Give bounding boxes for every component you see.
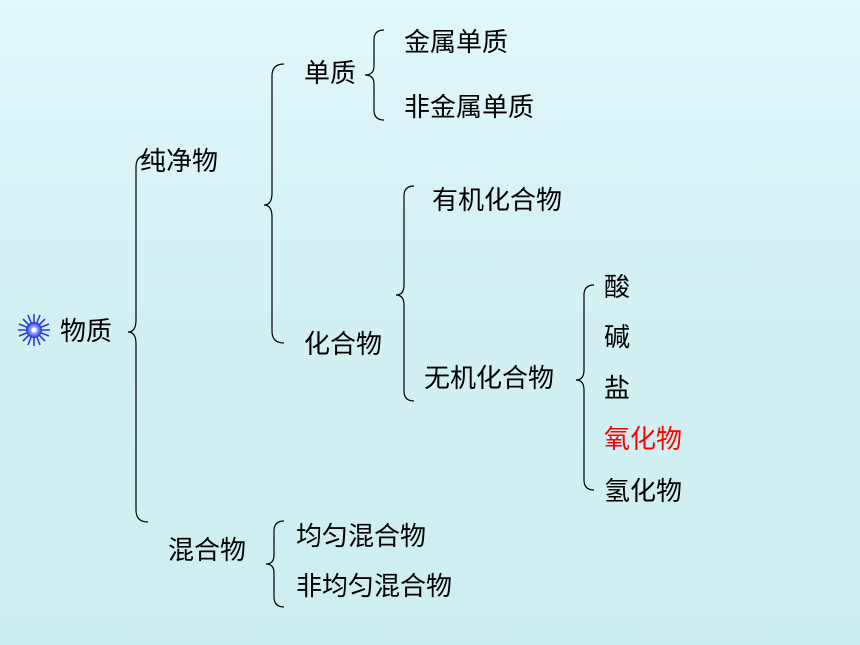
compound-brace (395, 185, 415, 402)
inorganic-brace (575, 284, 595, 491)
node-hydride: 氢化物 (604, 477, 683, 507)
node-inorganic-compound: 无机化合物 (424, 364, 555, 394)
node-organic-compound: 有机化合物 (432, 186, 563, 216)
node-compound: 化合物 (304, 330, 383, 360)
root-brace (127, 154, 149, 523)
node-nonmetal-element: 非金属单质 (404, 93, 535, 123)
node-pure-substance: 纯净物 (140, 147, 219, 177)
node-acid: 酸 (604, 273, 631, 303)
node-oxide: 氧化物 (604, 425, 683, 455)
node-heterogeneous-mixture: 非均匀混合物 (296, 572, 453, 602)
node-base: 碱 (604, 323, 631, 353)
node-substance: 物质 (60, 317, 113, 347)
starburst-bullet-icon (16, 312, 52, 348)
node-mixture: 混合物 (168, 536, 247, 566)
mixture-brace (265, 520, 285, 608)
elemental-brace (364, 29, 385, 121)
node-salt: 盐 (604, 374, 631, 404)
node-elemental-substance: 单质 (304, 59, 357, 89)
pure-brace (263, 63, 285, 344)
node-homogeneous-mixture: 均匀混合物 (296, 522, 427, 552)
node-metal-element: 金属单质 (404, 28, 509, 58)
